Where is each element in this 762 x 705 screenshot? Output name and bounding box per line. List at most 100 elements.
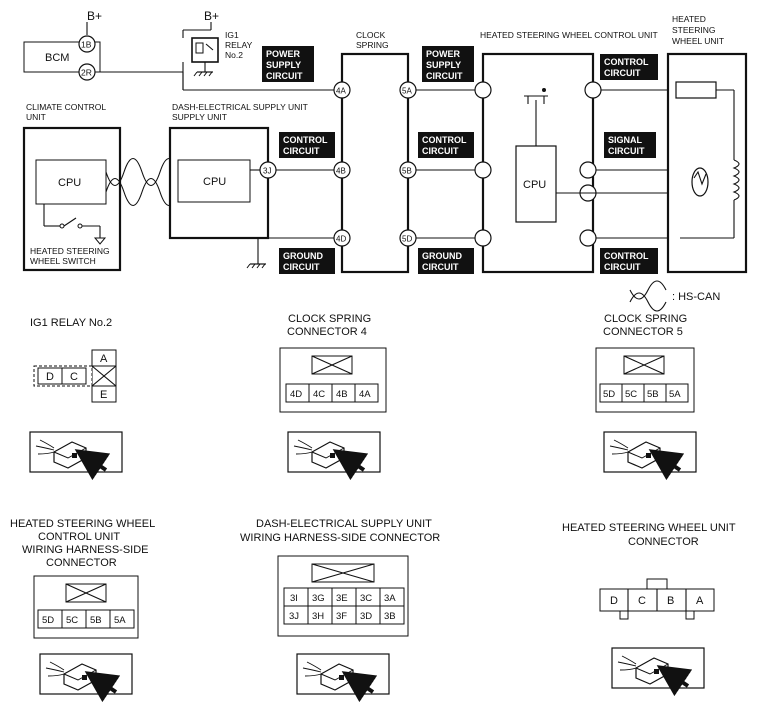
svg-text:5D: 5D bbox=[402, 235, 412, 244]
svg-text:5A: 5A bbox=[669, 389, 681, 400]
hs-can-legend: : HS-CAN bbox=[629, 280, 720, 312]
svg-text:4D: 4D bbox=[336, 235, 346, 244]
svg-text:CIRCUIT: CIRCUIT bbox=[266, 71, 303, 81]
svg-text:CONNECTOR 4: CONNECTOR 4 bbox=[287, 326, 367, 338]
connector-hsw-control-unit: HEATED STEERING WHEEL CONTROL UNIT WIRIN… bbox=[10, 518, 155, 694]
svg-text:DASH-ELECTRICAL SUPPLY UNIT: DASH-ELECTRICAL SUPPLY UNIT bbox=[172, 102, 308, 112]
svg-text:3B: 3B bbox=[384, 611, 396, 622]
svg-text:WHEEL SWITCH: WHEEL SWITCH bbox=[30, 256, 96, 266]
tag-power-supply-2: POWER SUPPLY CIRCUIT bbox=[422, 46, 474, 82]
svg-text:1B: 1B bbox=[81, 40, 92, 50]
svg-text:CLOCK: CLOCK bbox=[356, 30, 386, 40]
svg-text:3E: 3E bbox=[336, 593, 348, 604]
connector-ig1-relay: IG1 RELAY No.2 A E D C bbox=[30, 317, 122, 472]
svg-text:POWER: POWER bbox=[426, 49, 461, 59]
svg-text:UNIT: UNIT bbox=[26, 112, 46, 122]
svg-text:E: E bbox=[100, 389, 107, 401]
svg-text:3H: 3H bbox=[312, 611, 324, 622]
svg-text:HEATED STEERING WHEEL CONTROL: HEATED STEERING WHEEL CONTROL UNIT bbox=[480, 30, 658, 40]
svg-text:4C: 4C bbox=[313, 389, 325, 400]
svg-text:CONTROL: CONTROL bbox=[283, 135, 328, 145]
svg-text:C: C bbox=[638, 595, 646, 607]
svg-text:CLIMATE CONTROL: CLIMATE CONTROL bbox=[26, 102, 106, 112]
svg-text:4A: 4A bbox=[336, 87, 346, 96]
svg-text:CONNECTOR 5: CONNECTOR 5 bbox=[603, 326, 683, 338]
svg-text:CPU: CPU bbox=[203, 176, 226, 188]
bcm-block: B+ BCM 1B 2R bbox=[23, 9, 184, 90]
svg-text:STEERING: STEERING bbox=[672, 25, 715, 35]
svg-text:4B: 4B bbox=[336, 389, 348, 400]
svg-text:3J: 3J bbox=[263, 167, 271, 176]
connector-clock-spring-4: CLOCK SPRING CONNECTOR 4 4D 4C 4B 4A bbox=[279, 313, 387, 472]
tag-control-2: CONTROL CIRCUIT bbox=[279, 132, 335, 158]
svg-text:HEATED STEERING: HEATED STEERING bbox=[30, 246, 110, 256]
svg-text:5D: 5D bbox=[42, 615, 54, 626]
svg-text:No.2: No.2 bbox=[225, 50, 243, 60]
svg-text:CPU: CPU bbox=[58, 177, 81, 189]
svg-text:WHEEL UNIT: WHEEL UNIT bbox=[672, 36, 724, 46]
svg-text:5C: 5C bbox=[625, 389, 637, 400]
svg-text:3D: 3D bbox=[360, 611, 372, 622]
svg-text:4D: 4D bbox=[290, 389, 302, 400]
ig1-relay-block: B+ IG1 RELAY No.2 bbox=[182, 9, 253, 90]
svg-text:CONTROL: CONTROL bbox=[604, 57, 649, 67]
tag-signal: SIGNAL CIRCUIT bbox=[604, 132, 656, 158]
svg-text:SUPPLY: SUPPLY bbox=[266, 60, 301, 70]
svg-text:3C: 3C bbox=[360, 593, 372, 604]
tag-control-3: CONTROL CIRCUIT bbox=[418, 132, 474, 158]
svg-text:CONTROL: CONTROL bbox=[422, 135, 467, 145]
tag-control-1: CONTROL CIRCUIT bbox=[600, 54, 658, 80]
svg-text:CONTROL: CONTROL bbox=[604, 251, 649, 261]
svg-text:3G: 3G bbox=[312, 593, 325, 604]
svg-text:CLOCK SPRING: CLOCK SPRING bbox=[288, 313, 371, 325]
bplus-label-left: B+ bbox=[87, 9, 102, 23]
dash-electrical-supply-unit: DASH-ELECTRICAL SUPPLY UNIT SUPPLY UNIT … bbox=[168, 102, 308, 240]
svg-text:3F: 3F bbox=[336, 611, 347, 622]
bplus-label-relay: B+ bbox=[204, 9, 219, 23]
clock-spring: CLOCK SPRING 4A 4B 4D 5A 5B 5D bbox=[333, 30, 417, 274]
tag-power-supply-1: POWER SUPPLY CIRCUIT bbox=[262, 46, 314, 82]
svg-text:CIRCUIT: CIRCUIT bbox=[283, 262, 320, 272]
svg-text:4B: 4B bbox=[336, 167, 346, 176]
svg-text:3J: 3J bbox=[289, 611, 299, 622]
hs-can-twisted-pair bbox=[105, 157, 179, 207]
svg-text:CIRCUIT: CIRCUIT bbox=[422, 262, 459, 272]
svg-text:WIRING HARNESS-SIDE CONNECTOR: WIRING HARNESS-SIDE CONNECTOR bbox=[240, 532, 440, 544]
svg-text:5D: 5D bbox=[603, 389, 615, 400]
svg-text:C: C bbox=[70, 371, 78, 383]
svg-text:5B: 5B bbox=[402, 167, 412, 176]
svg-text:HEATED STEERING WHEEL: HEATED STEERING WHEEL bbox=[10, 518, 155, 530]
svg-text:IG1: IG1 bbox=[225, 30, 239, 40]
connector-clock-spring-5: CLOCK SPRING CONNECTOR 5 5D 5C 5B 5A bbox=[595, 313, 696, 472]
svg-text:HEATED STEERING WHEEL UNIT: HEATED STEERING WHEEL UNIT bbox=[562, 522, 736, 534]
svg-text:DASH-ELECTRICAL SUPPLY UNIT: DASH-ELECTRICAL SUPPLY UNIT bbox=[256, 518, 432, 530]
connector-hsw-unit: HEATED STEERING WHEEL UNIT CONNECTOR D C… bbox=[562, 522, 736, 688]
svg-text:CONTROL UNIT: CONTROL UNIT bbox=[38, 531, 120, 543]
svg-text:5C: 5C bbox=[66, 615, 78, 626]
svg-text:D: D bbox=[46, 371, 54, 383]
svg-text:HEATED: HEATED bbox=[672, 14, 706, 24]
svg-text:3I: 3I bbox=[290, 593, 298, 604]
hsw-unit: HEATED STEERING WHEEL UNIT bbox=[666, 14, 748, 274]
svg-text:SPRING: SPRING bbox=[356, 40, 389, 50]
svg-text:5B: 5B bbox=[90, 615, 102, 626]
svg-text:2R: 2R bbox=[81, 68, 92, 78]
svg-text:A: A bbox=[100, 353, 108, 365]
svg-text:CONNECTOR: CONNECTOR bbox=[46, 557, 117, 569]
svg-text:SUPPLY UNIT: SUPPLY UNIT bbox=[172, 112, 227, 122]
ground-wire bbox=[246, 237, 680, 269]
svg-text:GROUND: GROUND bbox=[422, 251, 462, 261]
svg-text:: HS-CAN: : HS-CAN bbox=[672, 291, 720, 303]
svg-text:4A: 4A bbox=[359, 389, 371, 400]
svg-text:5A: 5A bbox=[114, 615, 126, 626]
hsw-control-unit: HEATED STEERING WHEEL CONTROL UNIT CPU bbox=[474, 30, 680, 274]
svg-text:RELAY: RELAY bbox=[225, 40, 253, 50]
svg-text:CIRCUIT: CIRCUIT bbox=[604, 68, 641, 78]
climate-control-unit: CLIMATE CONTROL UNIT CPU HEATED STEERING… bbox=[22, 102, 122, 272]
tag-ground-2: GROUND CIRCUIT bbox=[418, 248, 474, 274]
terminal-1b bbox=[78, 35, 96, 53]
tag-control-4: CONTROL CIRCUIT bbox=[600, 248, 658, 274]
svg-text:IG1 RELAY No.2: IG1 RELAY No.2 bbox=[30, 317, 112, 329]
svg-text:POWER: POWER bbox=[266, 49, 301, 59]
